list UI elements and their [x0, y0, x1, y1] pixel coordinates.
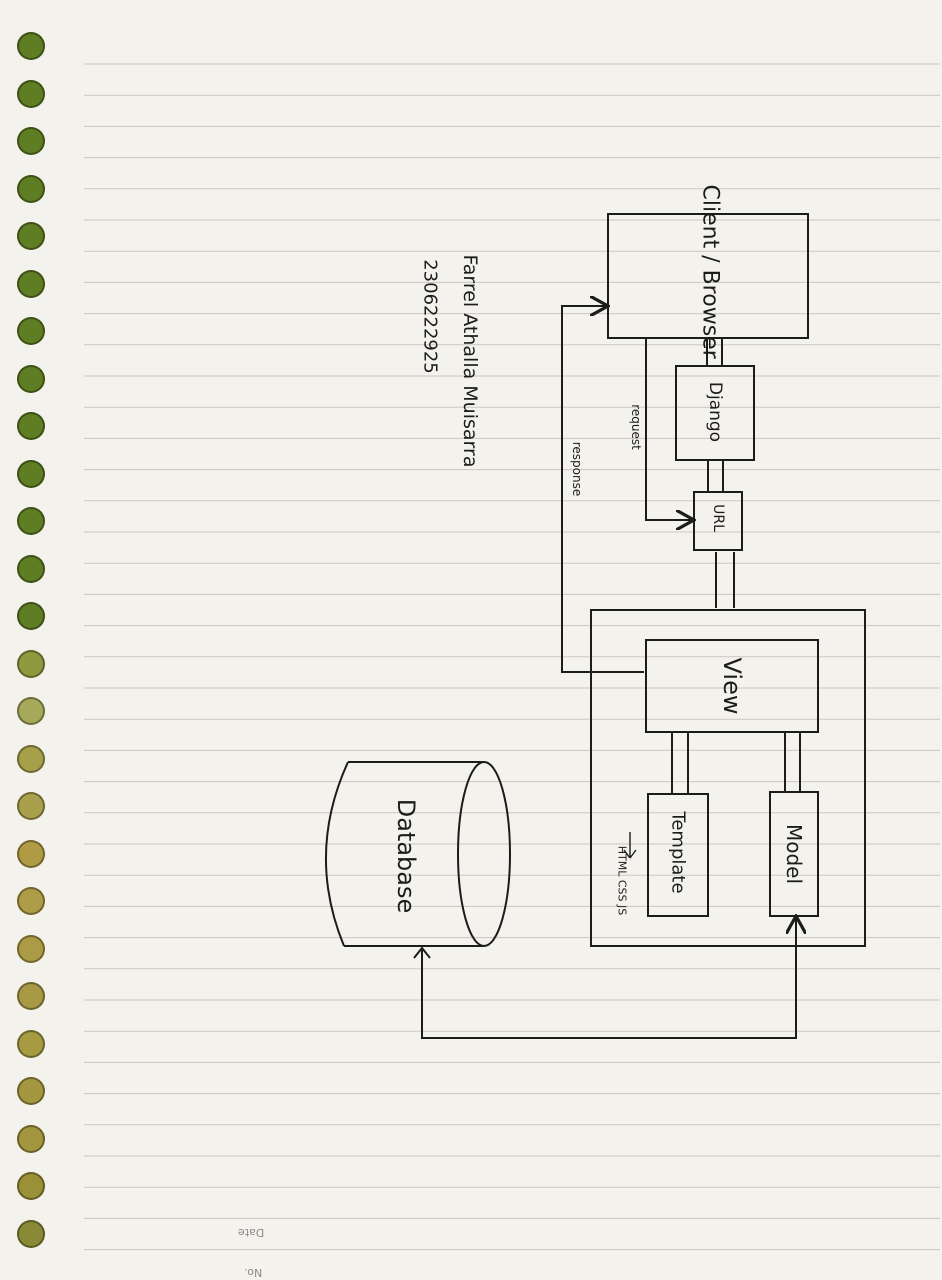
- binder-hole: [17, 269, 45, 298]
- django-label: Django: [705, 381, 725, 443]
- database-label: Database: [392, 798, 420, 914]
- binder-hole: [17, 1077, 45, 1105]
- response-label: response: [570, 441, 584, 497]
- django-box: [675, 365, 755, 461]
- binder-hole: [17, 174, 45, 203]
- binder-hole: [17, 744, 45, 773]
- view-box: [645, 639, 819, 733]
- binder-hole: [17, 554, 45, 583]
- binder-hole: [17, 1172, 45, 1200]
- binder-hole: [17, 934, 45, 963]
- binder-hole: [17, 1124, 45, 1153]
- no-label: No.: [244, 1266, 263, 1279]
- binder-hole: [17, 1219, 45, 1248]
- binder-hole: [17, 364, 45, 393]
- model-database-link: [421, 918, 796, 1039]
- response-arrow: [561, 306, 644, 673]
- author-id: 2306222925: [419, 259, 441, 374]
- binder-hole: [17, 127, 45, 155]
- binder-hole: [17, 507, 45, 535]
- binder-hole: [17, 982, 45, 1010]
- model-label: Model: [782, 823, 806, 885]
- client-django-link: [706, 338, 723, 366]
- view-label: View: [718, 657, 746, 715]
- binder-holes: [0, 0, 70, 1280]
- binder-hole: [17, 839, 45, 868]
- binder-hole: [17, 459, 45, 488]
- request-label: request: [629, 404, 643, 450]
- view-template-link: [671, 732, 689, 794]
- binder-hole: [17, 649, 45, 678]
- author-name: Farrel Athalla Muisarra: [459, 254, 481, 468]
- binder-hole: [17, 697, 45, 725]
- binder-hole: [17, 887, 45, 915]
- template-label: Template: [667, 811, 689, 894]
- date-label: Date: [238, 1226, 265, 1239]
- binder-hole: [17, 79, 45, 108]
- view-model-link: [784, 732, 801, 792]
- database-arrowhead: [413, 946, 431, 959]
- binder-hole: [17, 317, 45, 345]
- template-box: [647, 793, 709, 917]
- database-cap: [457, 761, 511, 947]
- binder-hole: [17, 1029, 45, 1058]
- template-note: HTML CSS JS: [615, 845, 629, 916]
- request-arrow: [645, 338, 692, 520]
- database-cylinder: [325, 761, 484, 947]
- binder-hole: [17, 32, 45, 60]
- outer-container: [590, 609, 866, 947]
- url-label: URL: [710, 504, 726, 532]
- binder-hole: [17, 792, 45, 820]
- binder-hole: [17, 602, 45, 630]
- binder-hole: [17, 412, 45, 440]
- client-label: Client / Browser: [697, 184, 723, 359]
- template-note-arrow: [623, 832, 637, 859]
- django-url-link: [707, 460, 724, 492]
- url-view-link: [715, 552, 735, 608]
- binder-hole: [17, 222, 45, 250]
